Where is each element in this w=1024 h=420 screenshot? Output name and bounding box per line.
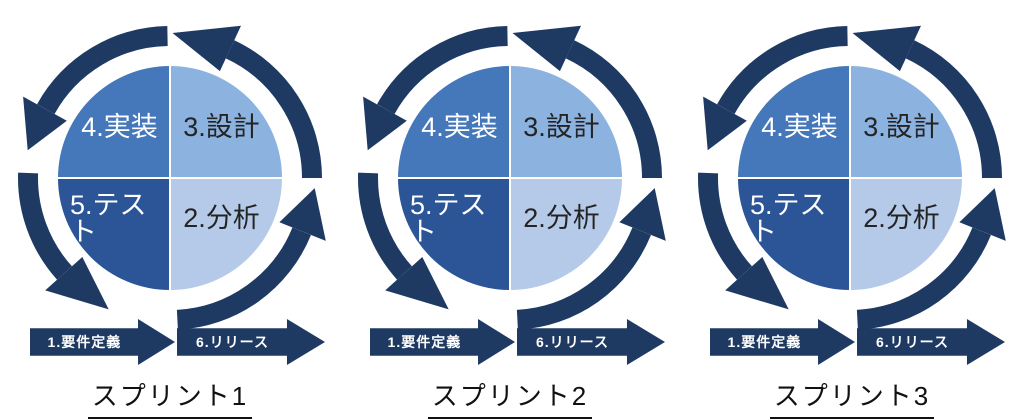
- cycle-arrow-segment-right-to-top: [172, 25, 322, 179]
- sprint-title: スプリント2: [340, 376, 680, 419]
- cycle-arrow-segment-right-to-top: [512, 25, 662, 179]
- quadrant-analysis: 2.分析: [171, 179, 282, 290]
- requirements-arrow-label: 1.要件定義: [47, 334, 122, 350]
- release-arrow-label: 6.リリース: [536, 334, 609, 350]
- phase-circle: 4.実装 3.設計 5.テスト 2.分析: [398, 66, 622, 290]
- sprint-diagram-1: 4.実装 3.設計 5.テスト 2.分析 1.要件定義 6.リリース スプリント…: [0, 0, 340, 420]
- phase-label-analysis: 2.分析: [863, 203, 940, 233]
- release-arrow-label: 6.リリース: [876, 334, 949, 350]
- cycle-arrow-segment-top-to-left: [703, 26, 848, 151]
- cycle-arrow-segment-left-to-bottom: [358, 172, 449, 310]
- cycle-arrow-segment-bottom-to-right: [176, 188, 326, 330]
- phase-label-design: 3.設計: [523, 112, 600, 142]
- cycle-arrow-segment-bottom-to-right: [856, 188, 1006, 330]
- sprint-title: スプリント3: [680, 376, 1024, 419]
- cycle-arrow-segment-right-to-top: [852, 25, 1002, 179]
- quadrant-implementation: 4.実装: [58, 66, 169, 177]
- quadrant-analysis: 2.分析: [851, 179, 962, 290]
- cycle-arrow-ring: [18, 25, 326, 330]
- phase-label-analysis: 2.分析: [183, 203, 260, 233]
- sprint-diagram-2: 4.実装 3.設計 5.テスト 2.分析 1.要件定義 6.リリース スプリント…: [340, 0, 680, 420]
- phase-label-implementation: 4.実装: [81, 112, 158, 142]
- cycle-arrow-segment-bottom-to-right: [516, 188, 666, 330]
- phase-label-implementation: 4.実装: [421, 112, 498, 142]
- phase-label-design: 3.設計: [183, 112, 260, 142]
- cycle-arrow-ring: [358, 25, 666, 330]
- phase-circle: 4.実装 3.設計 5.テスト 2.分析: [738, 66, 962, 290]
- phase-circle: 4.実装 3.設計 5.テスト 2.分析: [58, 66, 282, 290]
- cycle-arrow-segment-left-to-bottom: [18, 172, 109, 310]
- cycle-arrow-segment-left-to-bottom: [698, 172, 789, 310]
- cycle-arrow-segment-top-to-left: [23, 26, 168, 151]
- phase-label-analysis: 2.分析: [523, 203, 600, 233]
- requirements-arrow-label: 1.要件定義: [727, 334, 802, 350]
- phase-label-test: 5.テスト: [750, 189, 827, 247]
- sprint-title-text: スプリント2: [427, 376, 593, 419]
- cycle-arrow-ring: [698, 25, 1006, 330]
- phase-label-test: 5.テスト: [70, 189, 147, 247]
- quadrant-test: 5.テスト: [58, 179, 169, 290]
- sprint-title-text: スプリント3: [769, 376, 935, 419]
- sprint-title: スプリント1: [0, 376, 340, 419]
- phase-label-implementation: 4.実装: [761, 112, 838, 142]
- sprint-title-text: スプリント1: [87, 376, 253, 419]
- cycle-arrow-segment-top-to-left: [363, 26, 508, 151]
- release-arrow-label: 6.リリース: [196, 334, 269, 350]
- phase-label-design: 3.設計: [863, 112, 940, 142]
- requirements-arrow-label: 1.要件定義: [387, 334, 462, 350]
- phase-label-test: 5.テスト: [410, 189, 487, 247]
- sprint-diagram-3: 4.実装 3.設計 5.テスト 2.分析 1.要件定義 6.リリース スプリント…: [680, 0, 1024, 420]
